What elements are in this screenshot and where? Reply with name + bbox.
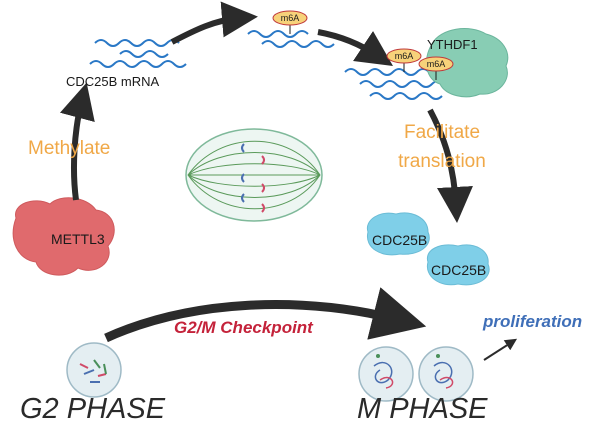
methylate-label: Methylate bbox=[28, 138, 111, 159]
arrow-to-cdc25b bbox=[427, 108, 473, 223]
mettl3-label: METTL3 bbox=[51, 231, 105, 247]
arrow-methylate bbox=[59, 82, 95, 201]
g2-cell-icon bbox=[66, 342, 122, 398]
mitotic-spindle-icon bbox=[185, 128, 323, 222]
facilitate-line-2: translation bbox=[398, 151, 486, 172]
mrna-label: CDC25B mRNA bbox=[66, 74, 160, 89]
ythdf1-label: YTHDF1 bbox=[427, 37, 478, 52]
g2-phase-label: G2 PHASE bbox=[20, 393, 166, 425]
ythdf1-protein-icon bbox=[425, 28, 509, 98]
m6a-mark-icon bbox=[386, 48, 422, 64]
facilitate-translation-label: Facilitate translation bbox=[384, 118, 500, 176]
proliferation-arrow bbox=[483, 338, 518, 361]
cdc25b-label-2: CDC25B bbox=[431, 262, 487, 278]
cdc25b-label-1: CDC25B bbox=[372, 232, 428, 248]
facilitate-line-1: Facilitate bbox=[403, 122, 481, 143]
arrow-to-methylated-mrna bbox=[170, 1, 258, 45]
m6a-label-3: m6A bbox=[426, 59, 446, 69]
m6a-label-2: m6A bbox=[394, 51, 414, 61]
methylated-mrna-icon bbox=[247, 30, 335, 48]
g2-to-m-arrow bbox=[104, 287, 427, 343]
m6a-mark-icon bbox=[272, 10, 308, 26]
dividing-cells-icon bbox=[358, 346, 474, 402]
arrow-to-ythdf1 bbox=[317, 29, 393, 66]
cdc25b-protein-icon bbox=[426, 244, 490, 286]
checkpoint-label: G2/M Checkpoint bbox=[174, 318, 313, 337]
cdc25b-mrna-icon bbox=[89, 39, 187, 68]
m-phase-label: M PHASE bbox=[357, 393, 488, 425]
m6a-mark-icon bbox=[418, 56, 454, 72]
cdc25b-protein-icon bbox=[366, 212, 430, 256]
mettl3-protein-icon bbox=[12, 197, 115, 276]
m6a-label-1: m6A bbox=[280, 13, 300, 23]
proliferation-label: proliferation bbox=[483, 312, 583, 331]
